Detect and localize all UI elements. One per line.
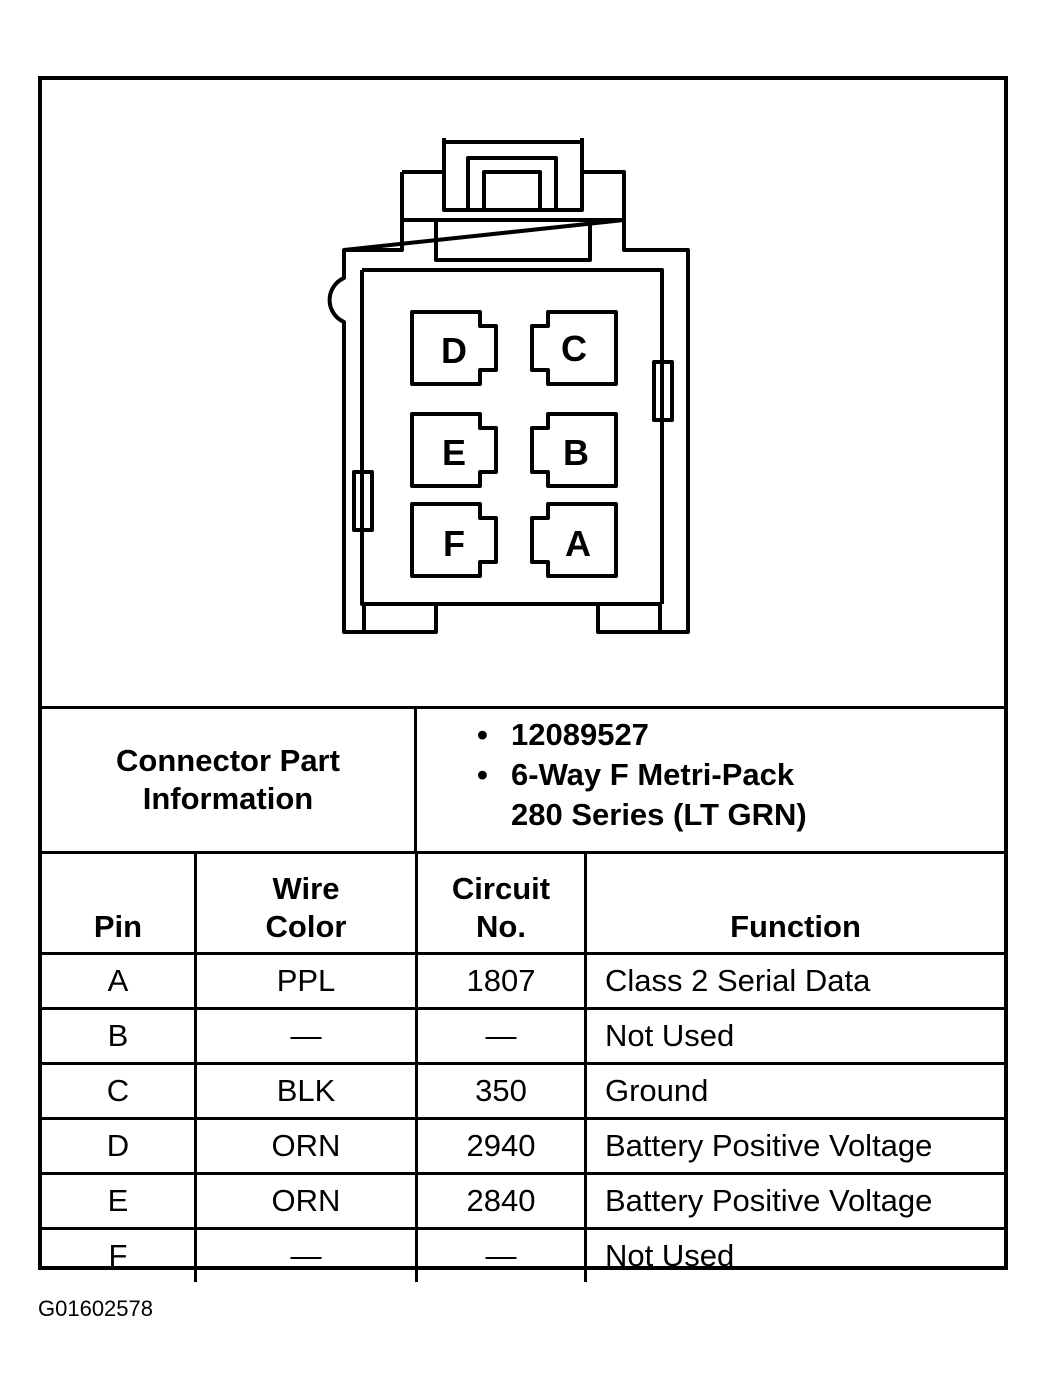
cell-function: Battery Positive Voltage (584, 1172, 1004, 1230)
cell-pin: E (42, 1172, 197, 1230)
cell-function: Battery Positive Voltage (584, 1117, 1004, 1175)
cell-pin: B (42, 1007, 197, 1065)
pin-label-B: B (563, 432, 589, 473)
connector-info-label-line1: Connector Part (116, 743, 340, 778)
cavity-E: E (410, 412, 498, 488)
cell-circuit: 350 (415, 1062, 587, 1120)
cell-circuit: 1807 (415, 952, 587, 1010)
latch-inner (466, 156, 558, 212)
table-row: C BLK 350 Ground (42, 1062, 1004, 1120)
table-row: A PPL 1807 Class 2 Serial Data (42, 952, 1004, 1010)
figure-id: G01602578 (38, 1296, 153, 1321)
cell-wire-color: — (194, 1007, 418, 1065)
cell-wire-color: ORN (194, 1117, 418, 1175)
connector-description: 6-Way F Metri-Pack 280 Series (LT GRN) (477, 755, 1004, 835)
connector-info-value: 12089527 6-Way F Metri-Pack 280 Series (… (414, 706, 1004, 854)
cell-circuit: 2940 (415, 1117, 587, 1175)
cavity-B: B (530, 412, 618, 488)
cell-pin: A (42, 952, 197, 1010)
header-function: Function (584, 851, 1004, 955)
pin-label-C: C (561, 328, 587, 369)
cell-function: Class 2 Serial Data (584, 952, 1004, 1010)
connector-figure: D C E B F A Connector Part Information (38, 76, 1008, 1282)
cell-circuit: — (415, 1007, 587, 1065)
side-lock-right (652, 360, 674, 422)
connector-info-label-line2: Information (142, 781, 314, 816)
body-top (400, 170, 626, 222)
cell-wire-color: ORN (194, 1172, 418, 1230)
pin-label-A: A (565, 523, 591, 564)
table-row: D ORN 2940 Battery Positive Voltage (42, 1117, 1004, 1175)
table-row: F — — Not Used (42, 1227, 1004, 1282)
table-row: E ORN 2840 Battery Positive Voltage (42, 1172, 1004, 1230)
cavity-C: C (530, 310, 618, 386)
cell-pin: F (42, 1227, 197, 1282)
pin-label-D: D (441, 330, 467, 371)
cavity-F: F (410, 502, 498, 578)
header-pin: Pin (42, 851, 197, 955)
cell-function: Ground (584, 1062, 1004, 1120)
connector-info-list: 12089527 6-Way F Metri-Pack 280 Series (… (477, 715, 1004, 835)
cell-circuit: — (415, 1227, 587, 1282)
latch-base (434, 218, 592, 262)
pin-label-E: E (442, 432, 466, 473)
connector-info-label: Connector Part Information (42, 706, 417, 854)
side-lock-left (352, 470, 374, 532)
cell-wire-color: — (194, 1227, 418, 1282)
cavity-D: D (410, 310, 498, 386)
cavity-A: A (530, 502, 618, 578)
latch-tab (482, 170, 542, 212)
part-number: 12089527 (477, 715, 1004, 755)
cell-pin: D (42, 1117, 197, 1175)
cell-function: Not Used (584, 1227, 1004, 1282)
cell-circuit: 2840 (415, 1172, 587, 1230)
table-row: B — — Not Used (42, 1007, 1004, 1065)
pin-label-F: F (443, 523, 465, 564)
cell-wire-color: BLK (194, 1062, 418, 1120)
connector-face-drawing: D C E B F A (327, 138, 690, 634)
connector-info-table: Connector Part Information 12089527 6-Wa… (42, 706, 1004, 854)
cell-pin: C (42, 1062, 197, 1120)
body-outline (327, 218, 690, 634)
cell-function: Not Used (584, 1007, 1004, 1065)
cell-wire-color: PPL (194, 952, 418, 1010)
